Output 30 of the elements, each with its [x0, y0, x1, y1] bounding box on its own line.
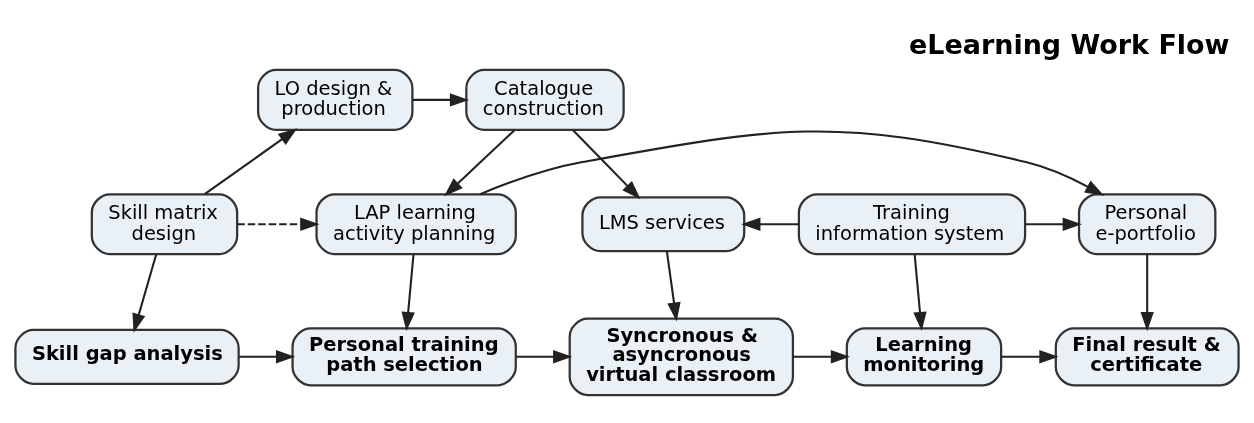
arrow [412, 93, 470, 107]
node-box: Personal training path selection [291, 327, 517, 387]
node-box: Syncronous & asyncronous virtual classroom [568, 317, 795, 397]
diagram-title: eLearning Work Flow [909, 29, 1230, 61]
node-box: LO design & production [257, 68, 414, 131]
arrow [237, 217, 320, 231]
node-box: Learning monitoring [845, 327, 1003, 387]
arrow [401, 254, 415, 332]
node-box: Catalogue construction [465, 68, 625, 131]
arrow [1025, 217, 1082, 231]
arrow [479, 130, 1105, 196]
arrow [132, 254, 158, 333]
node-box: Skill matrix design [90, 193, 239, 256]
arrow [572, 129, 641, 200]
node-box: Training information system [797, 193, 1027, 256]
node-box: Skill gap analysis [14, 328, 240, 385]
arrow [1140, 254, 1154, 332]
arrow [204, 128, 298, 196]
arrow [741, 217, 799, 231]
node-box: Final result & certificate [1054, 327, 1240, 387]
arrow [239, 350, 296, 364]
arrow [913, 254, 927, 332]
node-box: LMS services [581, 196, 746, 253]
arrow [793, 350, 850, 364]
arrow [444, 129, 516, 197]
arrow [665, 251, 681, 322]
node-box: LAP learning activity planning [315, 193, 517, 256]
node-box: Personal e-portfolio [1077, 193, 1217, 256]
arrow [1001, 350, 1059, 364]
arrow [516, 350, 573, 364]
